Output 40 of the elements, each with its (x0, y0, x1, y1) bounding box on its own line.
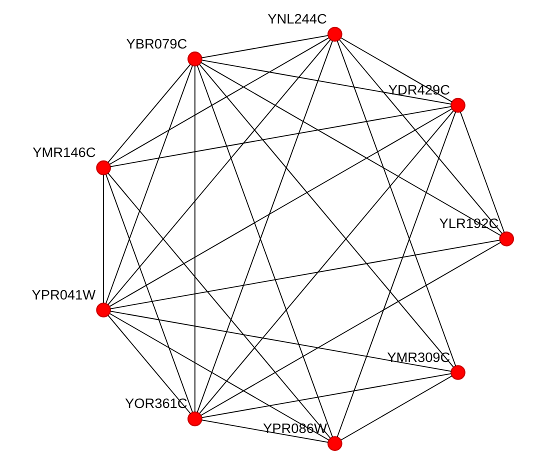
connector (336, 111, 456, 438)
node-circle (327, 26, 342, 42)
connector (339, 39, 502, 234)
connector (202, 60, 452, 105)
node-label: YBR079C (126, 36, 188, 52)
node-circle (450, 365, 466, 380)
node-label: YPR041W (32, 287, 96, 302)
connector (340, 375, 452, 440)
connector (106, 174, 193, 412)
connector (110, 310, 452, 372)
connector (201, 35, 328, 58)
connector (202, 373, 452, 418)
node-label: YNL244C (268, 12, 327, 27)
node-circle (96, 302, 111, 318)
connector (109, 108, 452, 307)
connector (108, 64, 191, 164)
connector (200, 242, 502, 416)
connector (460, 112, 505, 233)
node-circle (327, 436, 342, 451)
connector (110, 240, 500, 310)
node-circle (96, 160, 111, 176)
connector (103, 174, 104, 304)
node-circle (499, 232, 514, 246)
connector (110, 106, 452, 168)
connector (108, 172, 331, 439)
connector (336, 40, 456, 366)
node-circle (188, 52, 202, 66)
node-circle (450, 98, 466, 113)
connector (200, 62, 502, 236)
node-circle (188, 411, 202, 426)
node-label: YMR146C (32, 145, 96, 160)
connector (340, 37, 452, 102)
connector (106, 65, 193, 304)
connector (194, 65, 196, 412)
connector (109, 37, 330, 165)
connector (109, 313, 330, 440)
connector (199, 64, 454, 368)
connector (108, 315, 191, 414)
connector (108, 39, 331, 306)
connector (199, 110, 454, 414)
